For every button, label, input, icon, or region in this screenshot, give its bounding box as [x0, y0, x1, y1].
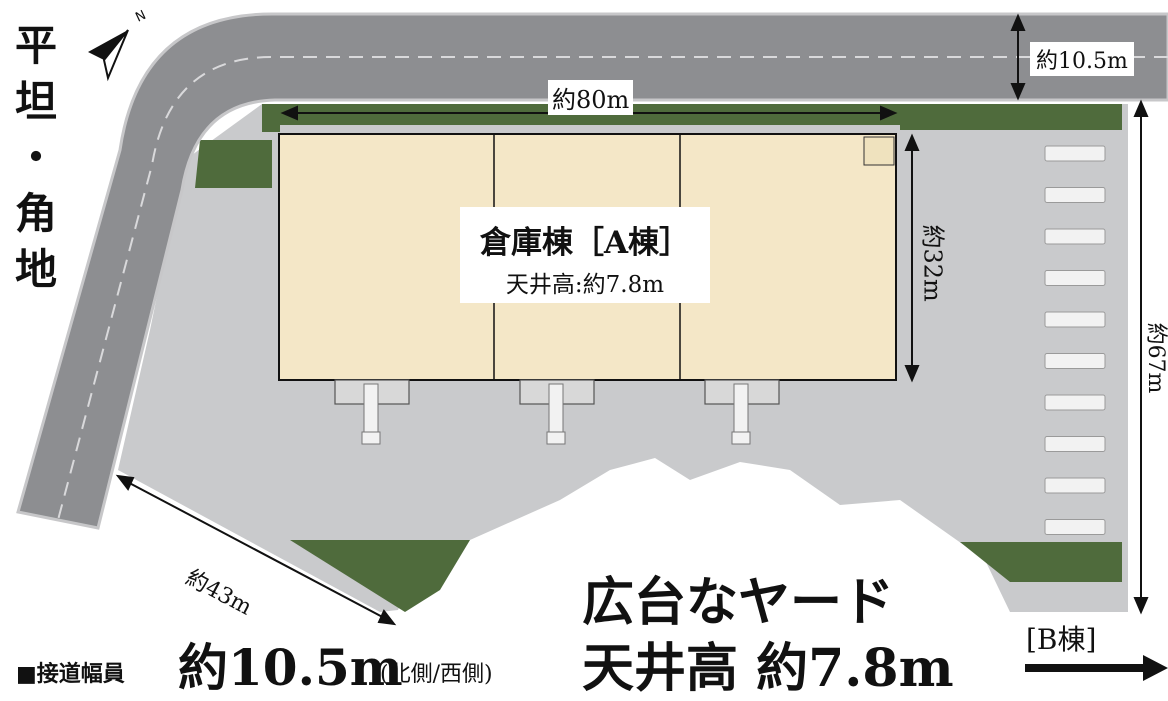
parked-car [1044, 394, 1106, 411]
greenery [195, 104, 1122, 612]
road-width-label: 約10.5m [1030, 42, 1134, 76]
frontage-value: 約10.5m [178, 638, 403, 697]
trucks [361, 383, 751, 445]
building-ceiling-height: 天井高:約7.8m [505, 272, 665, 298]
parked-car [1044, 477, 1106, 494]
parked-car [1044, 187, 1106, 203]
parked-car [1044, 270, 1106, 286]
flat-corner-title: 平 坦 ・ 角 地 [14, 21, 57, 294]
north-letter: N [133, 8, 148, 26]
parked-car [1044, 145, 1106, 162]
frontage-note: (北側/西側) [380, 662, 493, 687]
building-label: 倉庫棟［A棟］ 天井高:約7.8m [460, 207, 710, 303]
headline-ceiling: 天井高 約7.8m [582, 638, 954, 699]
parking-vehicles [1044, 145, 1106, 535]
parked-car [1044, 353, 1106, 369]
arrow-right-icon [1025, 655, 1168, 681]
building-name: 倉庫棟［A棟］ [479, 225, 691, 261]
headline-yard: 広台なヤード [582, 572, 895, 633]
next-building-label: [B棟] [1026, 623, 1097, 656]
road-centerline [57, 56, 1168, 521]
north-arrow-icon: N [88, 8, 149, 82]
building-width-label: 約80m [548, 80, 634, 115]
building-depth-label: 約32m [918, 224, 947, 302]
parked-car [1044, 228, 1106, 245]
site-depth-label: 約67m [1142, 318, 1168, 398]
parked-car [1044, 436, 1106, 452]
parked-car [1044, 519, 1106, 535]
frontage-prefix: ■接道幅員 [16, 661, 125, 687]
parked-car [1044, 311, 1106, 328]
